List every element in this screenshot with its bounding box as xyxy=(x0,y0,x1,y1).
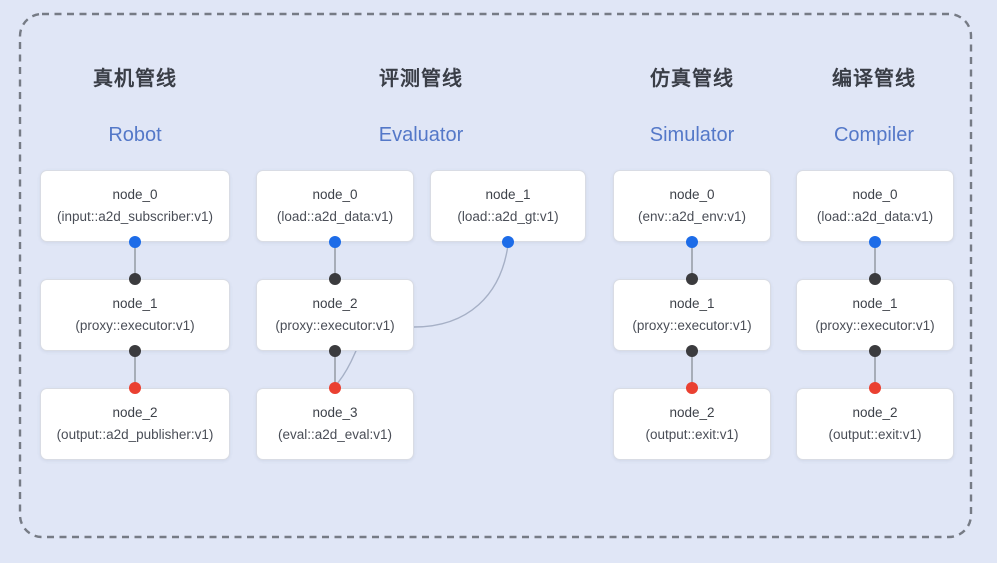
compiler-node-1-name: node_1 xyxy=(852,296,898,311)
simulator-node-1-name: node_1 xyxy=(669,296,715,311)
dashed-boundary xyxy=(18,12,973,539)
evaluator-node1-out-port-dot xyxy=(502,236,514,248)
simulator-node0-out-port-dot xyxy=(686,236,698,248)
evaluator-node-2-name: node_2 xyxy=(312,296,358,311)
robot-node2-in-port-dot xyxy=(129,382,141,394)
robot-title-zh: 真机管线 xyxy=(93,68,177,90)
simulator-node-2-type: (output::exit:v1) xyxy=(645,427,739,442)
simulator-title-en: Simulator xyxy=(649,124,735,146)
robot-node1-out-port-dot xyxy=(129,345,141,357)
evaluator-node2-out-port-dot xyxy=(329,345,341,357)
evaluator-node-2: node_2 (proxy::executor:v1) xyxy=(256,279,414,351)
evaluator-node3-in-port-dot xyxy=(329,382,341,394)
simulator-node-2-name: node_2 xyxy=(669,405,715,420)
robot-node-1-type: (proxy::executor:v1) xyxy=(75,318,195,333)
robot-node-0: node_0 (input::a2d_subscriber:v1) xyxy=(40,170,230,242)
compiler-title-en: Compiler xyxy=(833,124,915,146)
robot-node-2: node_2 (output::a2d_publisher:v1) xyxy=(40,388,230,460)
robot-title-en: Robot xyxy=(108,124,162,146)
compiler-node2-in-port-dot xyxy=(869,382,881,394)
evaluator-node-3-type: (eval::a2d_eval:v1) xyxy=(277,427,393,442)
simulator-node2-in-port-dot xyxy=(686,382,698,394)
simulator-node-0-type: (env::a2d_env:v1) xyxy=(637,209,747,224)
robot-node-0-type: (input::a2d_subscriber:v1) xyxy=(56,209,214,224)
compiler-node-2-name: node_2 xyxy=(852,405,898,420)
compiler-node-2-type: (output::exit:v1) xyxy=(828,427,922,442)
robot-node-0-name: node_0 xyxy=(112,187,158,202)
compiler-node0-out-port-dot xyxy=(869,236,881,248)
compiler-node-1-type: (proxy::executor:v1) xyxy=(815,318,935,333)
evaluator-node-0-type: (load::a2d_data:v1) xyxy=(276,209,394,224)
simulator-node1-out-port-dot xyxy=(686,345,698,357)
simulator-node-2: node_2 (output::exit:v1) xyxy=(613,388,771,460)
compiler-node-2: node_2 (output::exit:v1) xyxy=(796,388,954,460)
evaluator-node-0: node_0 (load::a2d_data:v1) xyxy=(256,170,414,242)
compiler-title-zh: 编译管线 xyxy=(832,68,916,90)
compiler-node1-out-port-dot xyxy=(869,345,881,357)
compiler-node-0-type: (load::a2d_data:v1) xyxy=(816,209,934,224)
evaluator-node-1-name: node_1 xyxy=(485,187,531,202)
simulator-node-1-type: (proxy::executor:v1) xyxy=(632,318,752,333)
compiler-node-0: node_0 (load::a2d_data:v1) xyxy=(796,170,954,242)
evaluator-node-1: node_1 (load::a2d_gt:v1) xyxy=(430,170,586,242)
compiler-node-1: node_1 (proxy::executor:v1) xyxy=(796,279,954,351)
evaluator-title-zh: 评测管线 xyxy=(379,68,463,90)
evaluator-title-en: Evaluator xyxy=(378,124,464,146)
evaluator-node-1-type: (load::a2d_gt:v1) xyxy=(457,209,559,224)
evaluator-node0-out-port-dot xyxy=(329,236,341,248)
robot-node1-in-port-dot xyxy=(129,273,141,285)
robot-node-2-name: node_2 xyxy=(112,405,158,420)
simulator-node-0: node_0 (env::a2d_env:v1) xyxy=(613,170,771,242)
evaluator-node-3: node_3 (eval::a2d_eval:v1) xyxy=(256,388,414,460)
robot-node0-out-port-dot xyxy=(129,236,141,248)
evaluator-node-3-name: node_3 xyxy=(312,405,358,420)
robot-node-1: node_1 (proxy::executor:v1) xyxy=(40,279,230,351)
simulator-node1-in-port-dot xyxy=(686,273,698,285)
simulator-node-0-name: node_0 xyxy=(669,187,715,202)
evaluator-node-2-type: (proxy::executor:v1) xyxy=(275,318,395,333)
compiler-node1-in-port-dot xyxy=(869,273,881,285)
compiler-node-0-name: node_0 xyxy=(852,187,898,202)
evaluator-node2-in-port-dot xyxy=(329,273,341,285)
robot-node-1-name: node_1 xyxy=(112,296,158,311)
simulator-node-1: node_1 (proxy::executor:v1) xyxy=(613,279,771,351)
simulator-title-zh: 仿真管线 xyxy=(650,68,734,90)
robot-node-2-type: (output::a2d_publisher:v1) xyxy=(56,427,214,442)
evaluator-node-0-name: node_0 xyxy=(312,187,358,202)
